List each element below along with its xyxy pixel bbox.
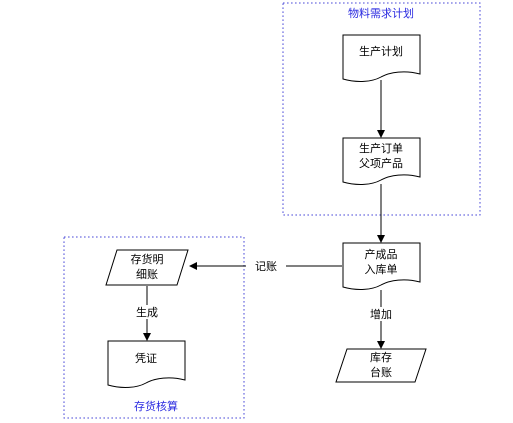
inventory-detail-ledger-label-line2: 细账 [136, 268, 158, 281]
mrp-group: 物料需求计划 [282, 2, 481, 216]
increase-stock-label: 增加 [370, 307, 392, 321]
mrp-group-border [282, 2, 481, 216]
finished-goods-receipt-label-line1: 产成品 [365, 247, 398, 261]
generate-voucher-label-bg [131, 305, 163, 319]
production-plan-label: 生产计划 [359, 44, 403, 58]
voucher-node: 凭证 [107, 340, 186, 388]
inventory-detail-ledger-shape [105, 249, 189, 286]
production-order-node: 生产订单 父项产品 [342, 137, 421, 185]
production-order-label-line2: 父项产品 [359, 156, 403, 170]
inventory-detail-ledger-node: 存货明 细账 [105, 249, 189, 286]
stock-ledger-node: 库存 台账 [335, 348, 427, 383]
stock-ledger-label-line2: 台账 [370, 365, 392, 379]
production-order-shape [342, 137, 421, 185]
finished-goods-receipt-node: 产成品 入库单 [342, 242, 421, 290]
production-order-label-line1: 生产订单 [359, 141, 403, 155]
stock-ledger-shape [335, 348, 427, 383]
voucher-label: 凭证 [135, 351, 157, 365]
voucher-shape [107, 340, 186, 388]
inventory-accounting-group: 存货核算 [63, 236, 245, 419]
post-to-ledger-label: 记账 [255, 260, 277, 273]
increase-stock-label-bg [365, 307, 397, 321]
connectors: 记账 生成 增加 [131, 80, 397, 349]
production-plan-node: 生产计划 [342, 34, 421, 82]
production-plan-shape [342, 34, 421, 82]
finished-goods-receipt-label-line2: 入库单 [365, 263, 398, 276]
post-to-ledger-label-bg [246, 259, 286, 273]
mrp-group-title: 物料需求计划 [348, 6, 414, 20]
generate-voucher-label: 生成 [136, 305, 158, 319]
finished-goods-receipt-shape [342, 242, 421, 290]
inventory-accounting-group-title: 存货核算 [134, 399, 178, 413]
stock-ledger-label-line1: 库存 [370, 350, 392, 364]
inventory-detail-ledger-label-line1: 存货明 [131, 252, 164, 266]
